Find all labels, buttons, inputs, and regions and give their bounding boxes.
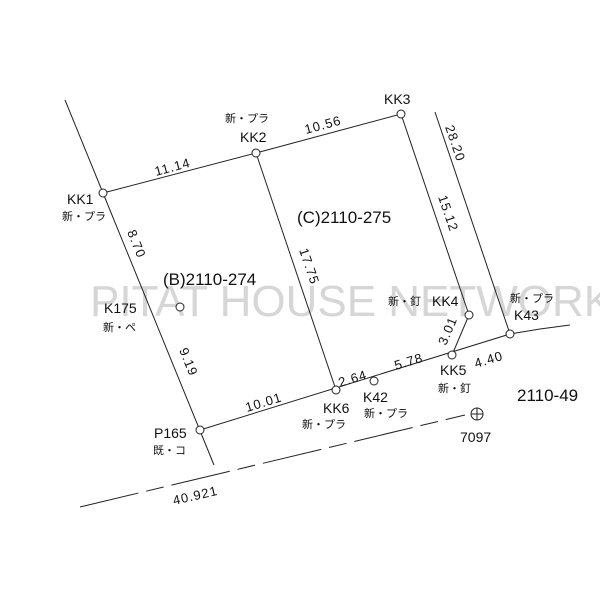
- boundary-kk1-p165: [102, 192, 215, 466]
- lot-c: (C)2110-275: [297, 208, 391, 227]
- label-kk5: KK5: [440, 362, 467, 378]
- dim-k175-p165: 9.19: [176, 346, 201, 379]
- dim-p165-kk6: 10.01: [243, 390, 283, 415]
- point-kk5: [447, 350, 457, 360]
- label-k42: K42: [363, 389, 388, 405]
- benchmark-icon: [470, 407, 484, 421]
- point-k175: [175, 302, 185, 312]
- point-kk4: [464, 310, 474, 320]
- label-kk6: KK6: [323, 400, 350, 416]
- lot-adjacent: 2110-49: [517, 386, 578, 405]
- type-k42: 新・プラ: [364, 406, 408, 420]
- type-kk1: 新・プラ: [62, 209, 106, 223]
- point-k42: [369, 376, 379, 386]
- dim-road: 40.921: [171, 483, 219, 508]
- point-kk6: [331, 385, 341, 395]
- point-kk1: [98, 188, 108, 198]
- dim-kk5-k43: 4.40: [472, 348, 504, 371]
- label-benchmark: 7097: [460, 429, 491, 445]
- watermark: PITAT HOUSE NETWORK: [90, 277, 600, 326]
- boundary-kk3-kk4: [400, 113, 470, 316]
- boundary-kk4-kk5: [451, 314, 470, 356]
- type-kk4: 新・釘: [388, 294, 421, 308]
- point-kk3: [396, 109, 406, 119]
- boundary-kk2-kk3: [255, 113, 402, 154]
- boundary-line: [64, 99, 104, 194]
- label-kk2: KK2: [240, 129, 267, 145]
- road-line: [79, 414, 466, 508]
- dim-k42-kk5: 5.78: [392, 350, 424, 373]
- point-k43: [505, 329, 515, 339]
- dim-kk6-k42: 2.64: [336, 367, 368, 390]
- label-k43: K43: [514, 307, 539, 323]
- type-kk5: 新・釘: [438, 381, 471, 395]
- boundary-p165-k43: [199, 333, 511, 431]
- boundary-east: [509, 324, 571, 335]
- dim-outer-right: 28.20: [442, 123, 468, 163]
- type-kk2: 新・プラ: [225, 111, 269, 125]
- dim-kk2-kk3: 10.56: [303, 113, 343, 137]
- label-kk1: KK1: [67, 191, 94, 207]
- point-p165: [195, 425, 205, 435]
- type-kk6: 新・プラ: [302, 417, 346, 431]
- type-k175: 新・ペ: [103, 320, 136, 334]
- lot-b: (B)2110-274: [163, 270, 256, 289]
- point-kk2: [251, 148, 261, 158]
- type-k43: 新・プラ: [510, 291, 554, 305]
- boundary-kk1-kk2: [102, 152, 257, 194]
- type-p165: 既・コ: [153, 445, 186, 457]
- boundary-kk2-kk6: [255, 152, 337, 391]
- outer-line-right: [434, 111, 511, 335]
- label-p165: P165: [154, 425, 187, 441]
- label-kk4: KK4: [432, 293, 459, 309]
- label-k175: K175: [104, 300, 137, 316]
- label-kk3: KK3: [384, 91, 411, 107]
